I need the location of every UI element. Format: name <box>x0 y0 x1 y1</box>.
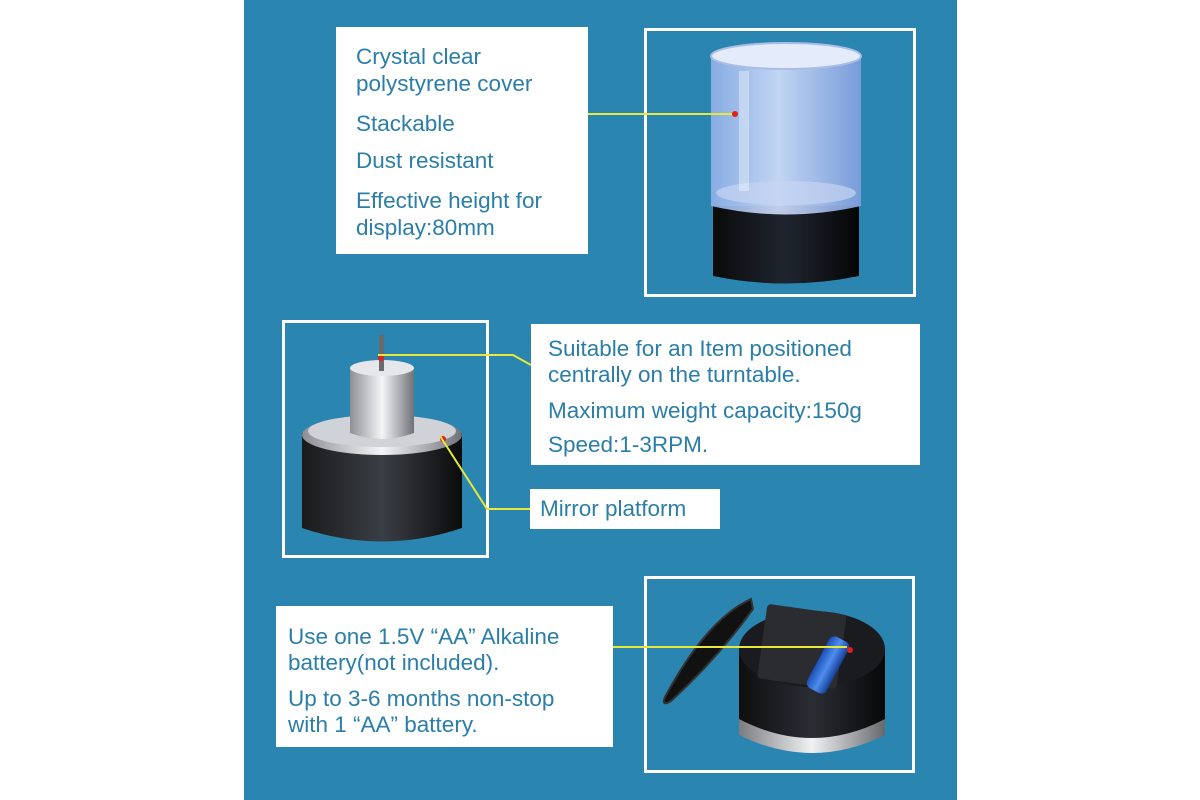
cover-feature-line: Dust resistant <box>356 148 494 173</box>
cover-feature-line: Effective height for <box>356 188 542 213</box>
battery-info-line: Up to 3-6 months non-stop <box>288 686 555 711</box>
turntable-spec-line: Suitable for an Item positioned <box>548 336 852 361</box>
turntable-spec-line: Speed:1-3RPM. <box>548 432 709 457</box>
turntable-mirror-image <box>302 335 462 542</box>
battery-compartment-image <box>662 597 885 753</box>
cover-feature-line: polystyrene cover <box>356 71 533 96</box>
turntable-spec-line: Maximum weight capacity:150g <box>548 398 862 423</box>
cover-feature-line: display:80mm <box>356 215 495 240</box>
turntable-spec-line: centrally on the turntable. <box>548 362 801 387</box>
cover-features-box: Crystal clear polystyrene cover Stackabl… <box>336 27 588 254</box>
cover-feature-line: Crystal clear <box>356 44 482 69</box>
mirror-platform-label: Mirror platform <box>540 496 687 521</box>
battery-info-line: Use one 1.5V “AA” Alkaline <box>288 624 560 649</box>
cover-feature-line: Stackable <box>356 111 455 136</box>
battery-info-line: with 1 “AA” battery. <box>288 712 478 737</box>
display-dome-image <box>710 42 862 284</box>
mirror-platform-label-box: Mirror platform <box>530 489 720 529</box>
battery-info-box: Use one 1.5V “AA” Alkaline battery(not i… <box>276 606 613 747</box>
battery-info-line: battery(not included). <box>288 650 500 675</box>
turntable-frame <box>282 320 489 558</box>
battery-compartment-frame <box>644 576 915 773</box>
turntable-specs-box: Suitable for an Item positioned centrall… <box>531 324 920 465</box>
display-dome-frame <box>644 28 916 297</box>
